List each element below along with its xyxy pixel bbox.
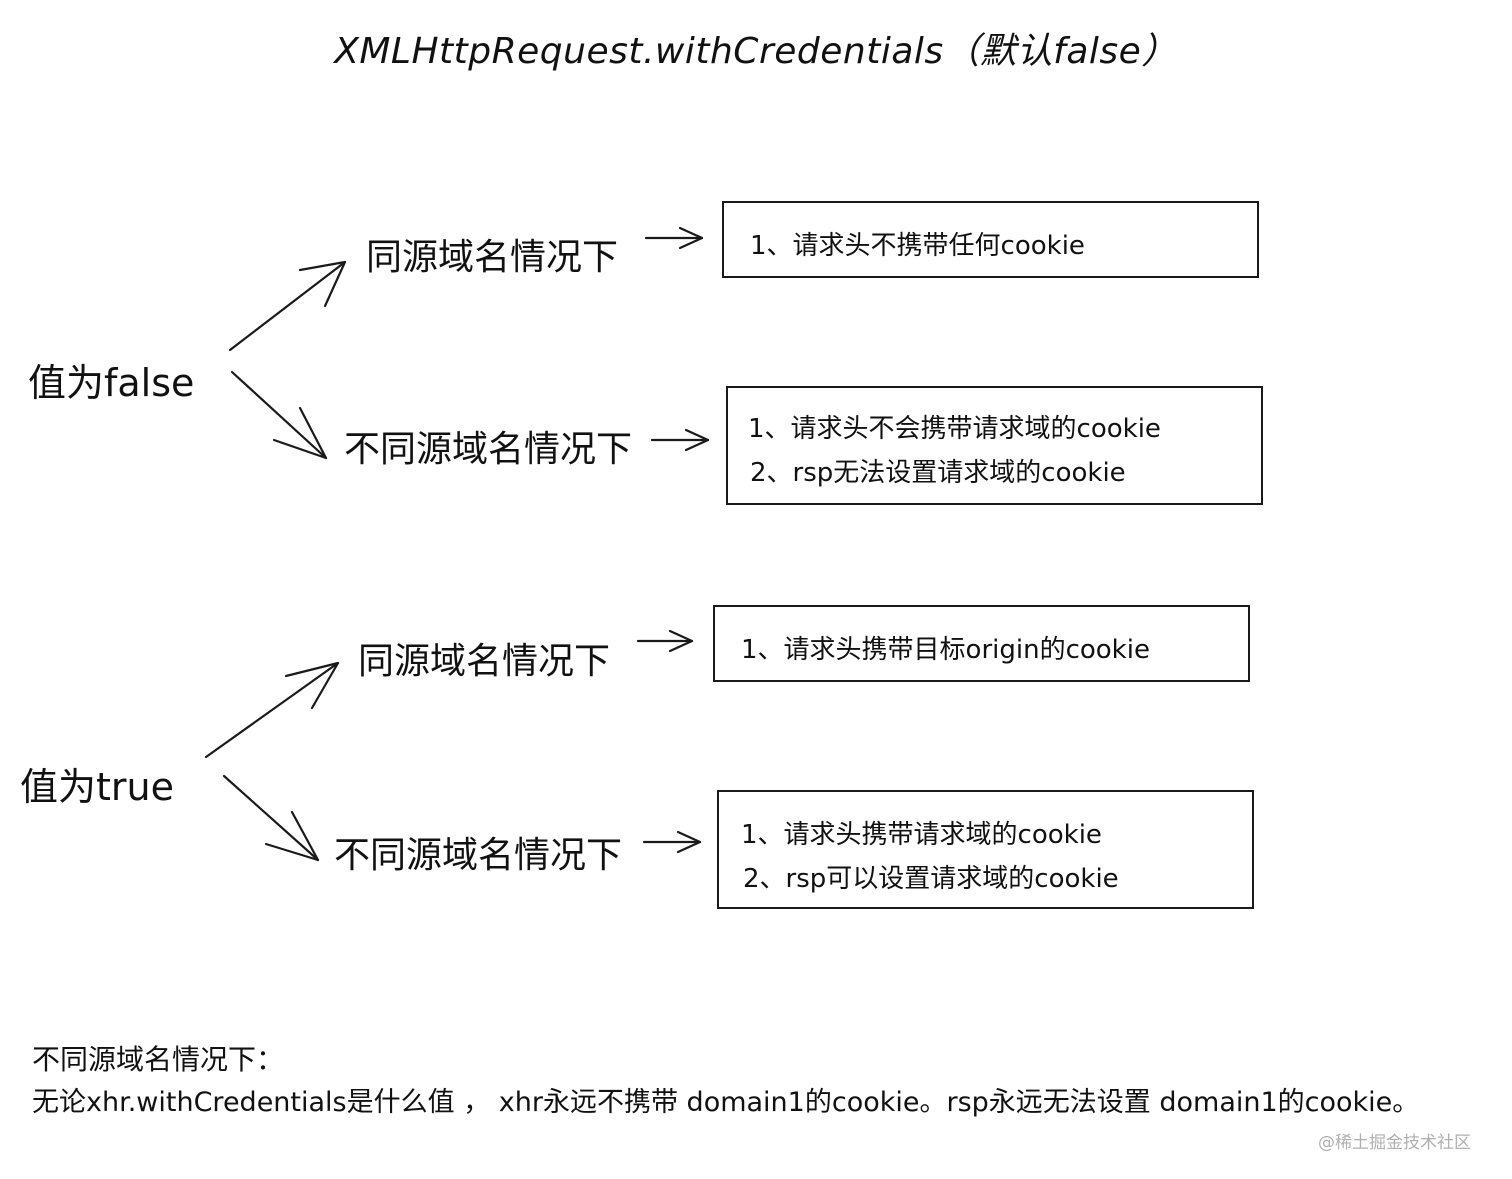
result-item: 2、rsp无法设置请求域的cookie <box>750 458 1126 488</box>
diagram-title: XMLHttpRequest.withCredentials（默认false） <box>334 31 1178 72</box>
case-label-cross-origin: 不同源域名情况下 <box>344 429 633 470</box>
arrow-true-cross-to-box <box>642 830 702 854</box>
root-label-true: 值为true <box>20 765 174 809</box>
note-body: 无论xhr.withCredentials是什么值 ， xhr永远不携带 dom… <box>32 1087 1420 1118</box>
result-item: 1、请求头携带目标origin的cookie <box>741 635 1150 665</box>
result-box-false-cross-origin: 1、请求头不会携带请求域的cookie 2、rsp无法设置请求域的cookie <box>726 386 1263 505</box>
arrow-false-to-same-origin <box>228 260 347 352</box>
result-item: 1、请求头携带请求域的cookie <box>741 820 1102 850</box>
result-box-true-same-origin: 1、请求头携带目标origin的cookie <box>713 605 1250 682</box>
arrow-true-to-cross-origin <box>222 774 320 862</box>
arrow-false-cross-to-box <box>650 428 710 452</box>
arrow-false-to-cross-origin <box>230 370 328 460</box>
arrow-false-same-to-box <box>644 226 704 250</box>
result-item: 1、请求头不会携带请求域的cookie <box>748 414 1161 444</box>
result-item: 2、rsp可以设置请求域的cookie <box>743 864 1119 894</box>
case-label-same-origin: 同源域名情况下 <box>366 237 619 278</box>
case-label-cross-origin: 不同源域名情况下 <box>334 835 623 876</box>
arrow-true-to-same-origin <box>204 661 340 759</box>
root-label-false: 值为false <box>28 361 195 405</box>
watermark: @稀土掘金技术社区 <box>1318 1133 1471 1153</box>
case-label-same-origin: 同源域名情况下 <box>358 641 611 682</box>
arrow-true-same-to-box <box>636 629 694 653</box>
result-box-true-cross-origin: 1、请求头携带请求域的cookie 2、rsp可以设置请求域的cookie <box>717 790 1254 909</box>
result-item: 1、请求头不携带任何cookie <box>750 231 1085 261</box>
note-heading: 不同源域名情况下： <box>32 1043 285 1076</box>
result-box-false-same-origin: 1、请求头不携带任何cookie <box>722 201 1259 278</box>
